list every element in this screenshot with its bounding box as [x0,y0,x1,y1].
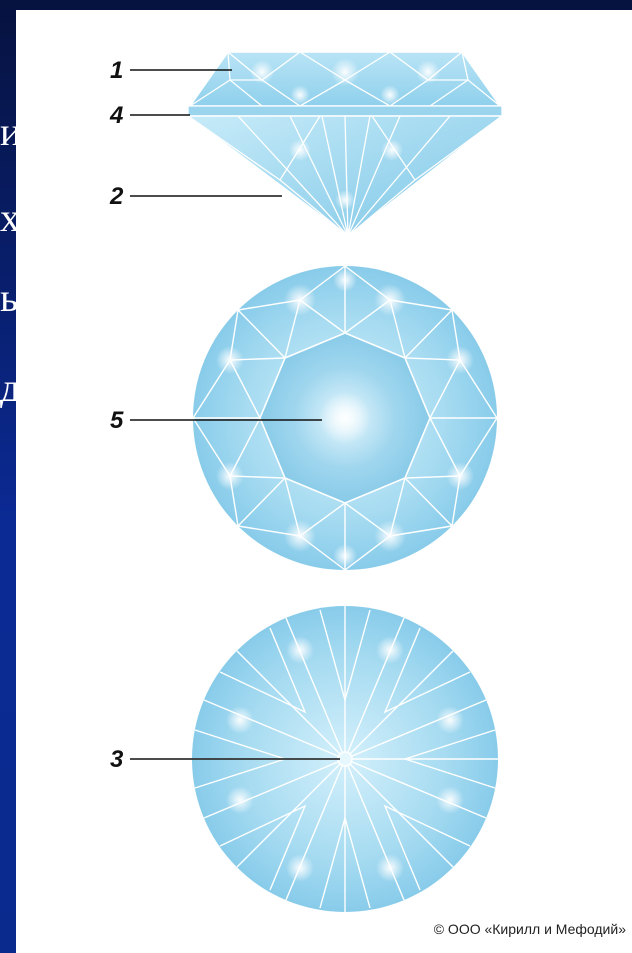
callout-number-culet: 3 [110,746,123,774]
copyright-notice: © ООО «Кирилл и Мефодий» [434,921,626,937]
diamond-side-view [188,52,502,236]
diamond-diagram [16,10,632,953]
callout-number-table: 5 [110,407,123,435]
callout-number-pavilion: 2 [110,183,123,211]
callout-number-crown: 1 [110,57,123,85]
diamond-top-view [193,266,497,570]
girdle-shape [188,106,502,116]
callout-number-girdle: 4 [110,102,123,130]
culet-point [338,752,352,766]
diagram-panel: 1 4 2 5 3 © ООО «Кирилл и Мефодий» [16,10,632,953]
